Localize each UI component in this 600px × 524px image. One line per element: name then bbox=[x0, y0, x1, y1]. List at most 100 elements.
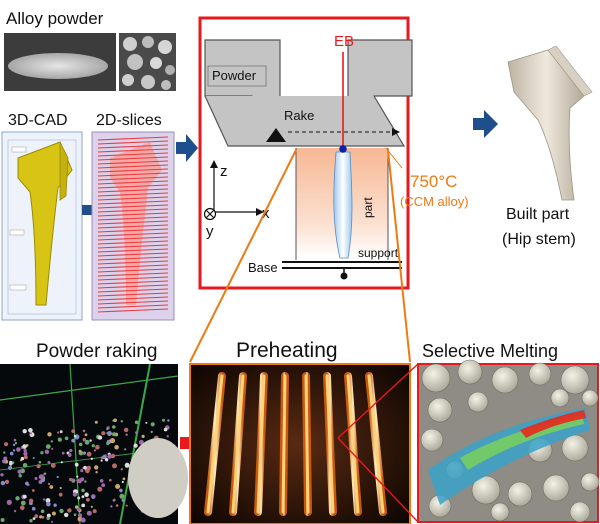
powder-particle bbox=[107, 454, 112, 459]
preheat-scan-core bbox=[256, 374, 266, 514]
powder-particle bbox=[98, 435, 103, 440]
slices-to-chamber-arrow bbox=[176, 134, 198, 162]
slice-line bbox=[97, 172, 169, 177]
powder-particle bbox=[67, 508, 72, 513]
preheat-scan-core bbox=[325, 374, 335, 514]
powder-sphere bbox=[528, 362, 552, 386]
preheat-scan-core bbox=[231, 374, 245, 514]
powder-particle bbox=[73, 513, 77, 516]
powder-particle bbox=[0, 473, 4, 477]
powder-particle bbox=[121, 480, 124, 484]
powder-particle bbox=[84, 439, 90, 445]
part-label: part bbox=[361, 197, 375, 218]
powder-particle bbox=[43, 473, 46, 476]
slice-line bbox=[97, 184, 169, 189]
powder-particle bbox=[49, 485, 54, 489]
slice-line bbox=[97, 192, 169, 197]
slice-line bbox=[97, 236, 169, 241]
slice-line bbox=[97, 280, 169, 285]
preheating-label: Preheating bbox=[236, 339, 338, 362]
base-pivot bbox=[340, 272, 348, 280]
slice-line bbox=[97, 268, 169, 273]
powder-sphere bbox=[560, 365, 590, 395]
powder-particle bbox=[9, 451, 14, 456]
powder-sphere bbox=[561, 434, 589, 462]
powder-particle bbox=[72, 492, 78, 497]
slice-line bbox=[97, 212, 169, 217]
slice-line bbox=[97, 300, 169, 305]
powder-particle bbox=[14, 442, 18, 445]
powder-particle bbox=[64, 436, 69, 441]
powder-particle bbox=[86, 465, 91, 471]
powder-particle bbox=[94, 465, 99, 470]
powder-particle bbox=[51, 511, 56, 516]
build-part bbox=[333, 151, 353, 259]
powder-particle bbox=[107, 431, 112, 436]
powder-particle bbox=[28, 428, 33, 433]
powder-particle bbox=[90, 457, 94, 460]
powder-particle bbox=[4, 460, 7, 463]
powder-particle bbox=[61, 451, 65, 455]
powder-particle bbox=[45, 444, 51, 449]
slice-line bbox=[97, 288, 169, 293]
powder-particle bbox=[59, 430, 63, 434]
preheat-scan-core bbox=[281, 374, 287, 514]
powder-particle bbox=[100, 459, 103, 462]
powder-particle bbox=[45, 498, 51, 503]
powder-particle bbox=[42, 498, 46, 501]
powder-particle bbox=[112, 463, 117, 469]
powder-particle bbox=[22, 463, 28, 468]
powder-particle bbox=[82, 437, 87, 442]
powder-particle bbox=[91, 496, 95, 499]
powder-particle bbox=[109, 478, 112, 482]
slices-label: 2D-slices bbox=[96, 112, 162, 129]
powder-particle bbox=[39, 515, 43, 519]
rake-label: Rake bbox=[284, 108, 314, 123]
powder-particle bbox=[141, 434, 145, 438]
slice-line bbox=[97, 196, 169, 201]
cad-model bbox=[1, 131, 83, 321]
slice-line bbox=[97, 240, 169, 245]
slice-line bbox=[97, 224, 169, 229]
powder-micrograph bbox=[119, 33, 176, 91]
powder-particle bbox=[6, 499, 12, 505]
powder-particle bbox=[23, 451, 28, 456]
powder-particle bbox=[3, 451, 6, 454]
powder-particle bbox=[83, 465, 87, 470]
preheat-scan-core bbox=[346, 374, 360, 514]
powder-particle bbox=[47, 432, 52, 437]
slice-line bbox=[97, 216, 169, 221]
powder-particle bbox=[101, 483, 106, 487]
powder-particle bbox=[23, 448, 27, 453]
powder-particle bbox=[47, 482, 51, 486]
powder-particle bbox=[93, 449, 97, 452]
powder-particle bbox=[22, 494, 27, 499]
powder-particle bbox=[46, 501, 51, 507]
slice-line bbox=[97, 152, 169, 157]
powder-sphere bbox=[420, 428, 444, 452]
preheat-scan-core bbox=[367, 374, 385, 514]
powder-sphere bbox=[507, 481, 533, 507]
powder-sphere bbox=[467, 391, 489, 413]
powder-particle bbox=[86, 497, 90, 502]
powder-particle bbox=[77, 496, 81, 500]
powder-particle bbox=[57, 437, 62, 442]
powder-particle bbox=[81, 495, 85, 499]
powder-particle bbox=[74, 462, 79, 467]
support-label: support bbox=[358, 246, 399, 260]
powder-particle bbox=[57, 431, 60, 434]
coordinate-axes bbox=[203, 160, 264, 221]
powder-particle bbox=[82, 451, 86, 455]
powder-particle bbox=[32, 457, 35, 459]
alloy-powder-photo bbox=[4, 33, 116, 91]
powder-sphere bbox=[457, 359, 483, 385]
slice-line bbox=[97, 260, 169, 265]
powder-particle bbox=[31, 489, 35, 492]
powder-particle bbox=[150, 422, 155, 427]
powder-particle bbox=[82, 429, 86, 433]
powder-particle bbox=[36, 464, 41, 469]
base-label: Base bbox=[248, 260, 278, 275]
powder-particle bbox=[76, 479, 79, 482]
powder-particle bbox=[56, 475, 59, 479]
slice-line bbox=[97, 228, 169, 233]
